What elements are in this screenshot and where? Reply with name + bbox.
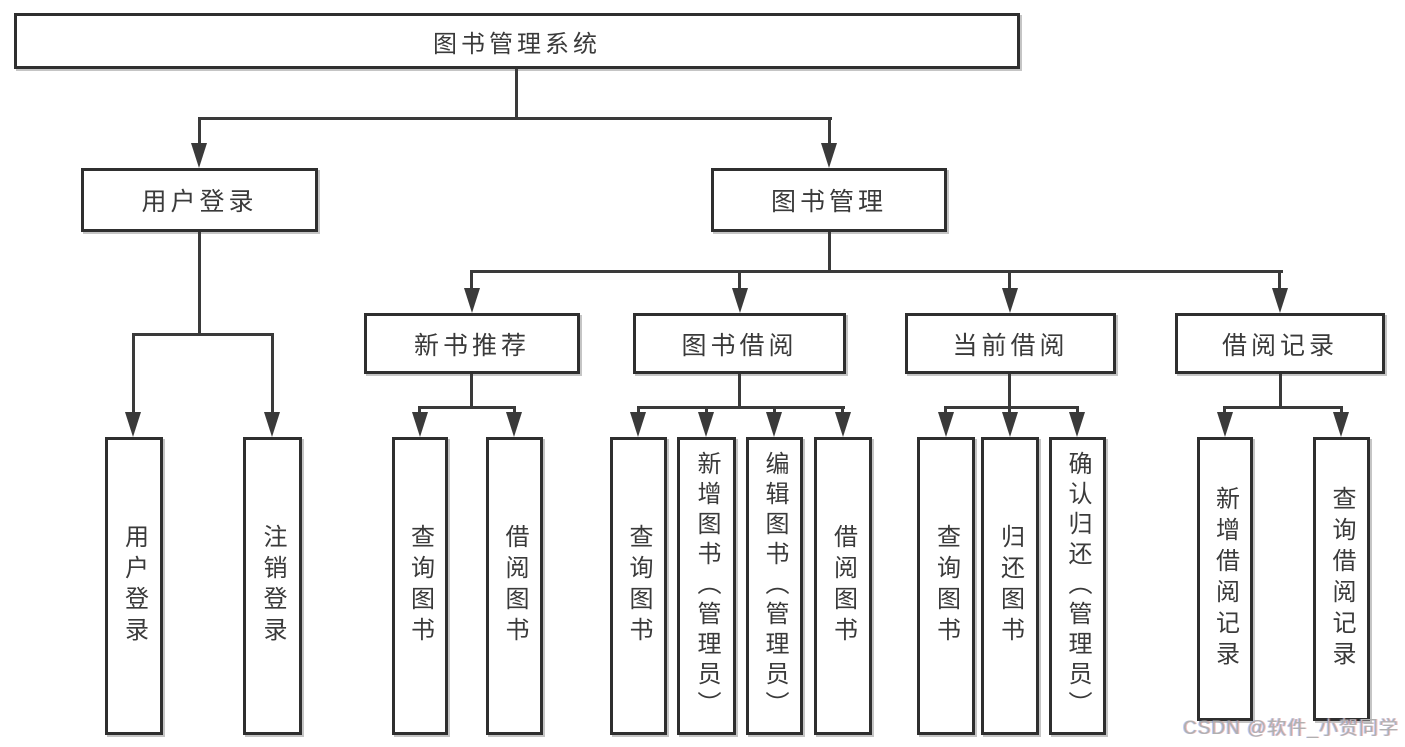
- connector-drop: [1223, 406, 1226, 416]
- connector-mgmt-stem: [828, 232, 831, 273]
- connector-drop: [637, 406, 640, 416]
- arrowhead-down: [412, 412, 428, 437]
- connector-split: [944, 406, 1079, 409]
- leaf-record-add-record-label: 新增借阅记录: [1211, 486, 1239, 672]
- leaf-newbook-query-book: 查询图书: [392, 437, 448, 735]
- leaf-current-confirm-return-admin-label: 确认归还（管理员）: [1064, 451, 1091, 721]
- connector-login-stem: [198, 232, 201, 335]
- arrowhead-down: [1002, 288, 1018, 313]
- arrowhead-down: [630, 412, 646, 437]
- arrowhead-down: [1217, 412, 1233, 437]
- leaf-current-confirm-return-admin: 确认归还（管理员）: [1049, 437, 1106, 735]
- node-new-book-recommend: 新书推荐: [364, 313, 580, 374]
- arrowhead-down: [732, 288, 748, 313]
- connector-drop: [1008, 270, 1011, 292]
- leaf-borrow-borrow-book: 借阅图书: [814, 437, 872, 735]
- connector-drop: [773, 406, 776, 416]
- connector-split: [418, 406, 516, 409]
- node-current-borrow: 当前借阅: [905, 313, 1116, 374]
- leaf-newbook-borrow-book: 借阅图书: [486, 437, 543, 735]
- leaf-user-login-label: 用户登录: [120, 524, 148, 648]
- node-borrow-record: 借阅记录: [1175, 313, 1385, 374]
- connector-drop: [944, 406, 947, 416]
- leaf-record-query-record: 查询借阅记录: [1313, 437, 1370, 721]
- node-book-borrow-label: 图书借阅: [681, 331, 798, 360]
- connector-split: [637, 406, 845, 409]
- arrowhead-down: [191, 143, 207, 168]
- arrowhead-down: [835, 412, 851, 437]
- arrowhead-down: [821, 143, 837, 168]
- arrowhead-down: [464, 288, 480, 313]
- leaf-newbook-borrow-book-label: 借阅图书: [501, 524, 528, 648]
- connector-mgmt-split: [470, 270, 1283, 273]
- leaf-logout-label: 注销登录: [259, 524, 286, 648]
- connector-drop: [1076, 406, 1079, 416]
- leaf-logout: 注销登录: [243, 437, 302, 735]
- connector-drop: [132, 333, 135, 413]
- connector-drop: [1340, 406, 1343, 416]
- arrowhead-down: [1272, 288, 1288, 313]
- node-book-mgmt-label: 图书管理: [770, 188, 887, 216]
- node-root-label: 图书管理系统: [433, 30, 601, 58]
- arrowhead-down: [766, 412, 782, 437]
- arrowhead-down: [125, 412, 141, 437]
- arrowhead-down: [1002, 412, 1018, 437]
- connector-root-split: [198, 117, 832, 120]
- connector-drop: [470, 270, 473, 292]
- node-new-book-recommend-label: 新书推荐: [413, 331, 530, 360]
- leaf-borrow-borrow-book-label: 借阅图书: [829, 524, 857, 648]
- connector-drop: [418, 406, 421, 416]
- leaf-user-login: 用户登录: [105, 437, 163, 735]
- node-user-login-label: 用户登录: [141, 188, 258, 216]
- node-root: 图书管理系统: [14, 13, 1020, 69]
- arrowhead-down: [1069, 412, 1085, 437]
- node-user-login: 用户登录: [81, 168, 318, 232]
- arrowhead-down: [506, 412, 522, 437]
- arrowhead-down: [938, 412, 954, 437]
- arrowhead-down: [264, 412, 280, 437]
- connector-login-drop: [198, 117, 201, 147]
- arrowhead-down: [698, 412, 714, 437]
- connector-root-stem: [515, 69, 518, 117]
- leaf-newbook-query-book-label: 查询图书: [406, 524, 434, 648]
- connector-drop: [513, 406, 516, 416]
- leaf-current-return-book-label: 归还图书: [996, 524, 1024, 648]
- connector-stem: [1008, 374, 1011, 409]
- leaf-borrow-edit-book-admin: 编辑图书（管理员）: [746, 437, 803, 735]
- connector-drop: [271, 333, 274, 413]
- connector-split: [1223, 406, 1343, 409]
- node-book-mgmt: 图书管理: [711, 168, 947, 232]
- connector-mgmt-drop: [828, 117, 831, 147]
- connector-stem: [738, 374, 741, 409]
- connector-drop: [1278, 270, 1281, 292]
- leaf-record-query-record-label: 查询借阅记录: [1328, 486, 1355, 672]
- connector-drop: [841, 406, 844, 416]
- arrowhead-down: [1333, 412, 1349, 437]
- connector-login-split: [132, 333, 274, 336]
- node-current-borrow-label: 当前借阅: [952, 331, 1069, 360]
- leaf-current-query-book-label: 查询图书: [932, 524, 960, 648]
- leaf-current-query-book: 查询图书: [917, 437, 975, 735]
- connector-drop: [705, 406, 708, 416]
- leaf-borrow-query-book: 查询图书: [610, 437, 667, 735]
- leaf-borrow-add-book-admin: 新增图书（管理员）: [677, 437, 736, 735]
- leaf-current-return-book: 归还图书: [981, 437, 1039, 735]
- node-book-borrow: 图书借阅: [633, 313, 846, 374]
- leaf-record-add-record: 新增借阅记录: [1197, 437, 1253, 721]
- leaf-borrow-add-book-admin-label: 新增图书（管理员）: [693, 451, 720, 721]
- watermark-text: CSDN @软件_小贺同学: [1183, 718, 1399, 739]
- node-borrow-record-label: 借阅记录: [1221, 331, 1338, 360]
- connector-drop: [738, 270, 741, 292]
- leaf-borrow-edit-book-admin-label: 编辑图书（管理员）: [761, 451, 788, 721]
- connector-drop: [1008, 406, 1011, 416]
- connector-stem: [470, 374, 473, 409]
- leaf-borrow-query-book-label: 查询图书: [625, 524, 652, 648]
- connector-stem: [1279, 374, 1282, 409]
